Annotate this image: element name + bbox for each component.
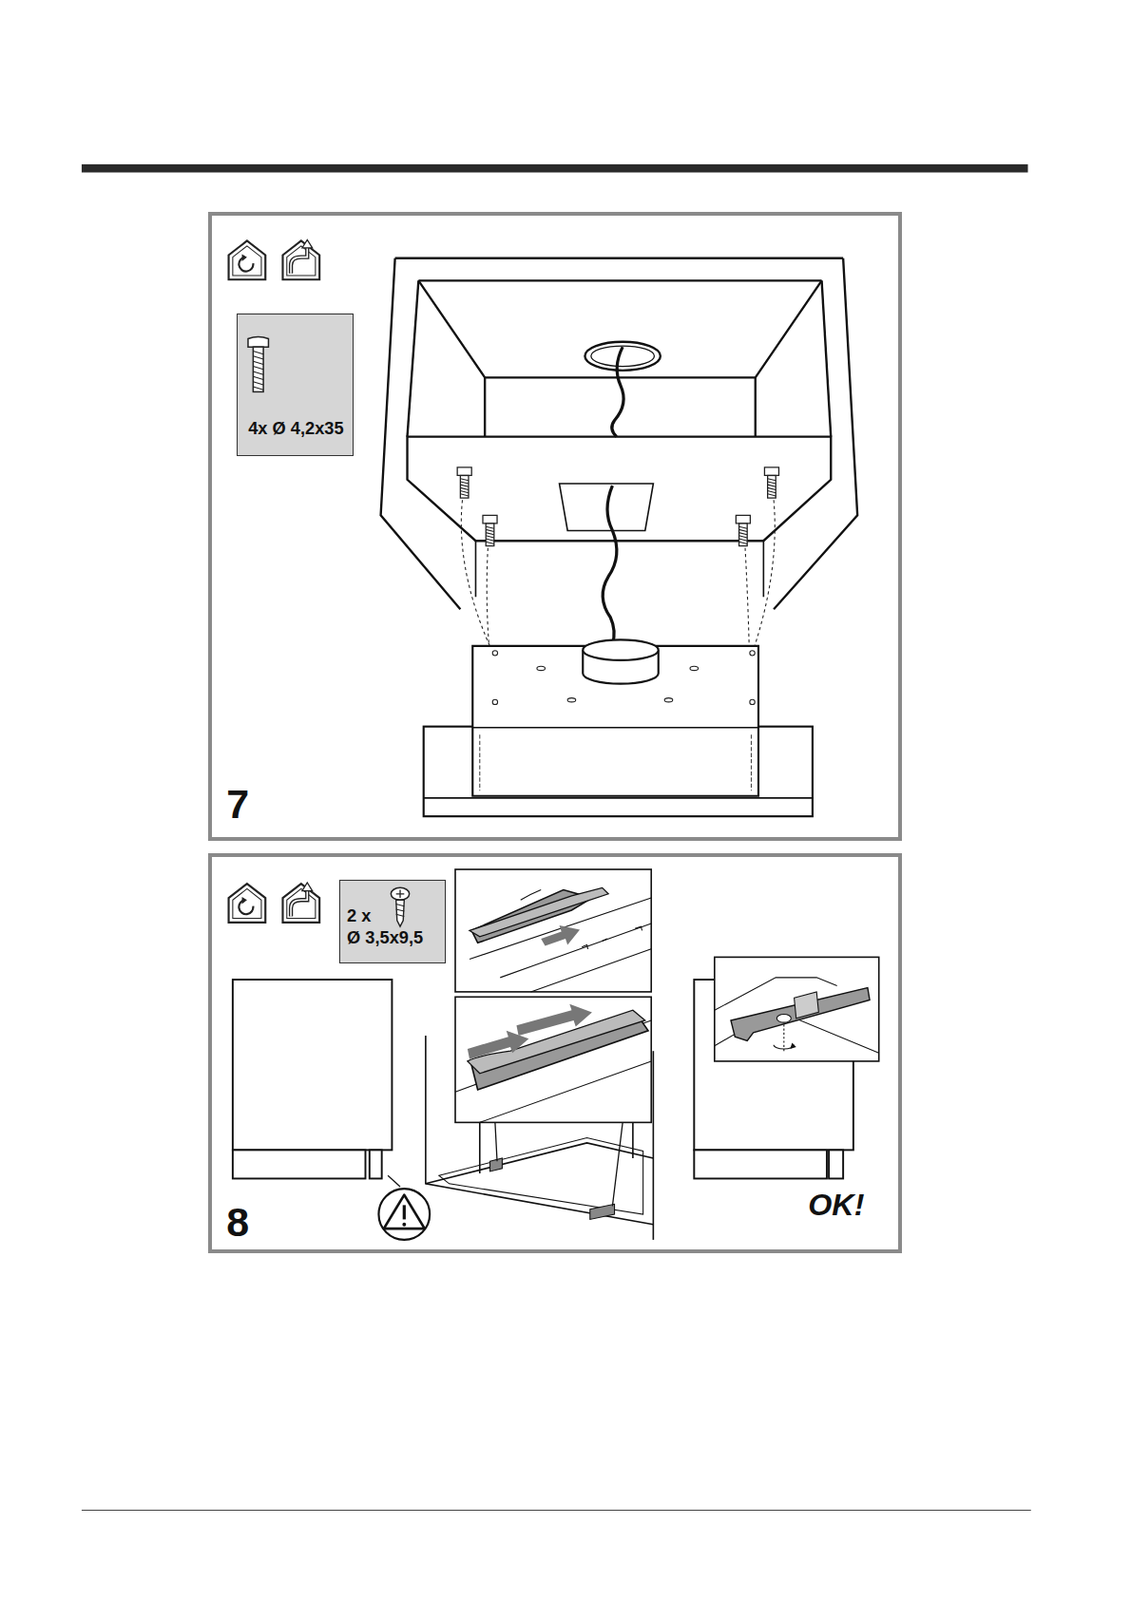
step-panel: 8 OK! 2 x Ø 3,5x9,5 bbox=[208, 853, 902, 1254]
screw-spec-box: 2 x Ø 3,5x9,5 bbox=[339, 880, 447, 964]
text-holder: Ø 3,5x9,5 bbox=[346, 929, 423, 948]
text-holder: 4x Ø 4,2x35 bbox=[241, 420, 350, 439]
text-holder: 7 bbox=[226, 784, 250, 825]
step-number: 7 bbox=[226, 784, 250, 825]
step-number: 8 bbox=[226, 1202, 250, 1244]
screw-spec: Ø 3,5x9,5 bbox=[346, 929, 423, 947]
header-bar bbox=[81, 164, 1029, 173]
text-holder: 2 x bbox=[346, 907, 371, 926]
text-holder: 8 bbox=[226, 1202, 250, 1244]
text-holder: OK! bbox=[807, 1189, 864, 1221]
screw-spec: 2 x bbox=[346, 907, 371, 925]
step-panel: 7 4x Ø 4,2x35 bbox=[208, 211, 902, 842]
screw-spec: 4x Ø 4,2x35 bbox=[248, 420, 344, 438]
step-number: OK! bbox=[807, 1189, 864, 1221]
screw-spec-box: 4x Ø 4,2x35 bbox=[236, 313, 353, 457]
